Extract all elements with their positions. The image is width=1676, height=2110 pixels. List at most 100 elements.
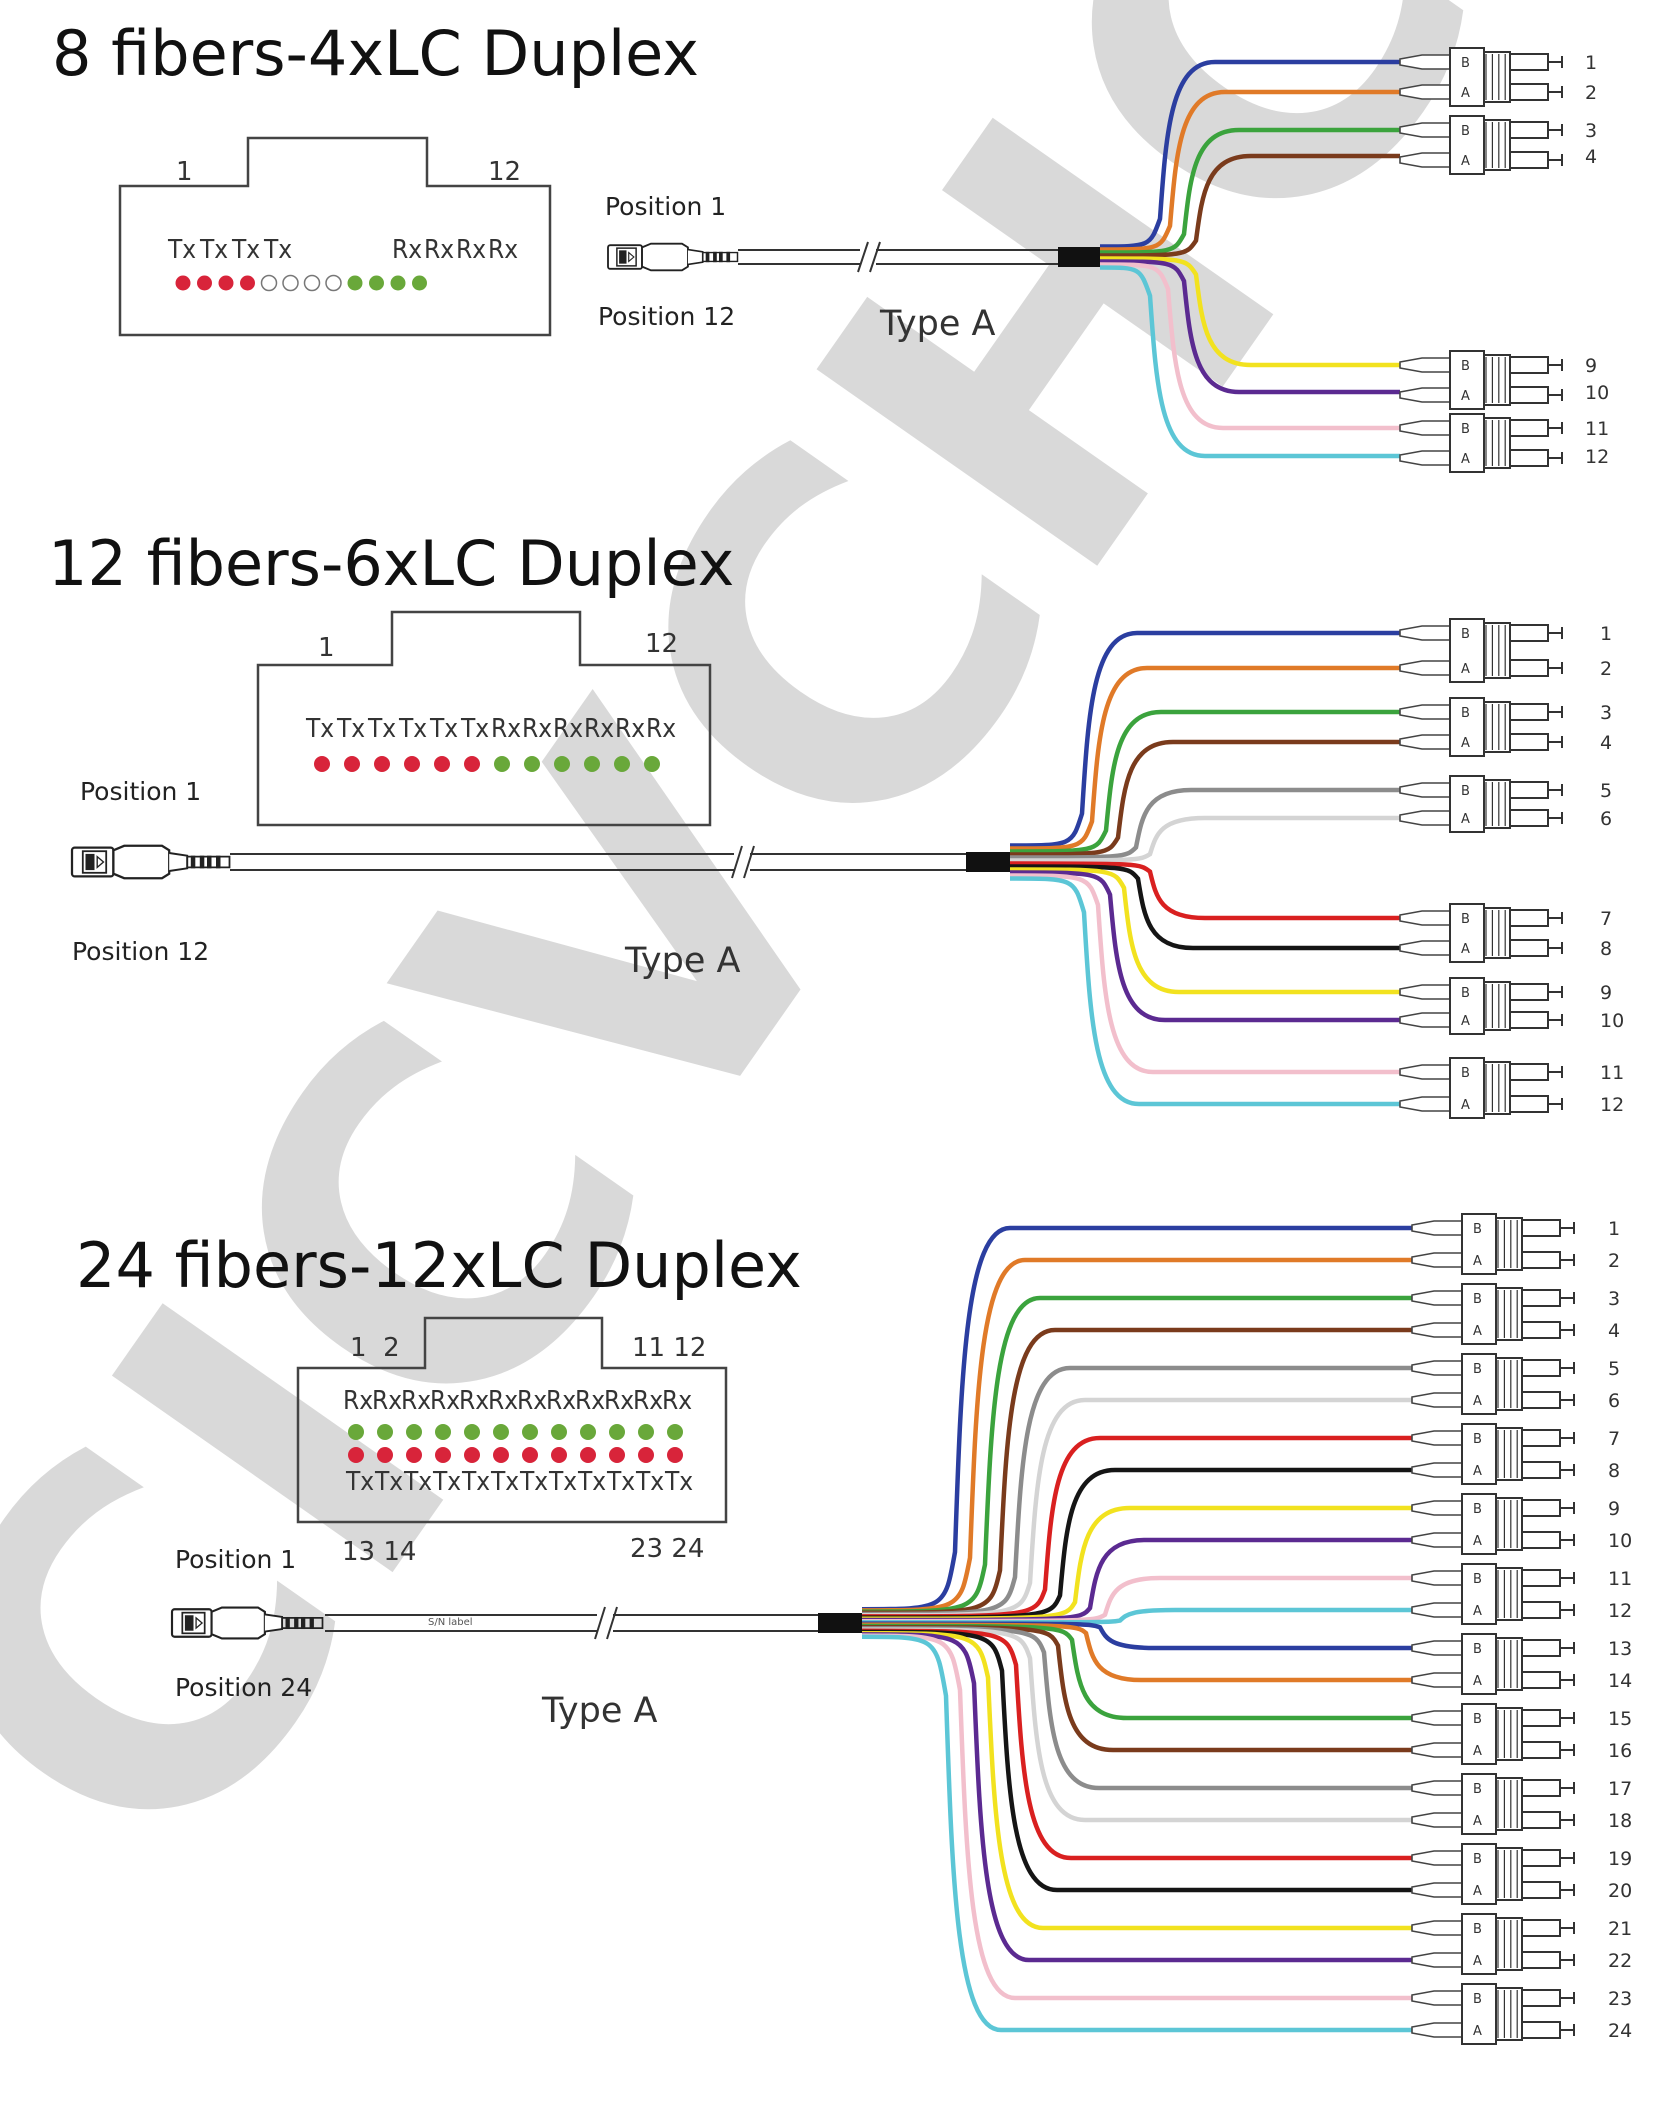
fiber-number: 22 bbox=[1608, 1950, 1632, 1972]
port-label-a: A bbox=[1473, 1814, 1482, 1829]
tx-dot bbox=[218, 275, 234, 291]
tx-dot bbox=[175, 275, 191, 291]
fiber-number: 24 bbox=[1608, 2020, 1632, 2042]
fiber-number: 2 bbox=[1608, 1250, 1620, 1272]
fiber-orange bbox=[1009, 665, 1400, 851]
fiber-number: 21 bbox=[1608, 1918, 1632, 1940]
rx-dot bbox=[390, 275, 406, 291]
port-label-a: A bbox=[1473, 1744, 1482, 1759]
tx-dot bbox=[580, 1447, 596, 1463]
port-label-a: A bbox=[1461, 86, 1470, 101]
port-label-a: A bbox=[1473, 1394, 1482, 1409]
tx-label: Tx bbox=[548, 1467, 577, 1497]
lc-duplex-connector: BA bbox=[1411, 1703, 1575, 1765]
fiber-number: 1 bbox=[1585, 52, 1597, 74]
port-label-b: B bbox=[1473, 1642, 1482, 1657]
fiber-number: 11 bbox=[1608, 1568, 1632, 1590]
rx-label: Rx bbox=[546, 1386, 576, 1416]
fiber-number: 4 bbox=[1585, 146, 1597, 168]
port-label-b: B bbox=[1461, 706, 1470, 721]
polarity-diagram: 1 2 11 12 13 14 23 24 RxRxRxRxRxRxRxRxRx… bbox=[296, 1316, 728, 1567]
fiber-number: 15 bbox=[1608, 1708, 1632, 1730]
fiber-number: 8 bbox=[1600, 938, 1612, 960]
fiber-brown bbox=[1099, 153, 1400, 258]
empty-position-dot bbox=[325, 274, 342, 292]
port-label-a: A bbox=[1461, 662, 1470, 677]
port-label-a: A bbox=[1461, 154, 1470, 169]
tx-label: Tx bbox=[398, 714, 427, 744]
fiber-aqua bbox=[1099, 265, 1400, 459]
tx-dot bbox=[493, 1447, 509, 1463]
trunk-cable bbox=[230, 845, 1010, 879]
rx-label: Rx bbox=[459, 1386, 489, 1416]
port-label-a: A bbox=[1473, 1324, 1482, 1339]
empty-position-dot bbox=[282, 274, 299, 292]
port-label-a: A bbox=[1473, 1254, 1482, 1269]
fiber-number: 4 bbox=[1600, 732, 1612, 754]
fiber-number: 18 bbox=[1608, 1810, 1632, 1832]
lc-duplex-connector: BA bbox=[1399, 115, 1563, 175]
lc-duplex-connector: BA bbox=[1411, 1493, 1575, 1555]
fiber-aqua bbox=[861, 1634, 1412, 2033]
fiber-number: 4 bbox=[1608, 1320, 1620, 1342]
type-label: Type A bbox=[624, 941, 741, 981]
tx-label: Tx bbox=[199, 235, 228, 265]
fiber-brown bbox=[1009, 739, 1400, 857]
fiber-number: 9 bbox=[1608, 1498, 1620, 1520]
tx-dot bbox=[197, 275, 212, 291]
rx-label: Rx bbox=[517, 1386, 547, 1416]
fiber-black bbox=[1009, 864, 1400, 951]
tx-label: Tx bbox=[305, 714, 334, 744]
fiber-violet bbox=[1099, 259, 1400, 395]
fiber-red bbox=[861, 1628, 1412, 1861]
fiber-aqua bbox=[1009, 876, 1400, 1107]
lc-duplex-connector: BA bbox=[1399, 775, 1563, 833]
tx-dot bbox=[464, 756, 480, 772]
fiber-number: 5 bbox=[1600, 780, 1612, 802]
port-label-b: B bbox=[1473, 1432, 1482, 1447]
rx-label: Rx bbox=[424, 235, 454, 265]
fiber-rose bbox=[861, 1633, 1412, 2001]
type-label: Type A bbox=[541, 1691, 658, 1731]
lc-duplex-connector: BA bbox=[1399, 350, 1563, 410]
tx-dot bbox=[377, 1447, 393, 1463]
rx-label: Rx bbox=[392, 235, 422, 265]
lc-duplex-connector: BA bbox=[1411, 1913, 1575, 1975]
port-label-a: A bbox=[1473, 2024, 1482, 2039]
section-title: 24 fibers-12xLC Duplex bbox=[76, 1229, 802, 1302]
fiber-blue bbox=[1009, 630, 1400, 848]
pin-number-right: 12 bbox=[488, 157, 521, 187]
fiber-number: 12 bbox=[1608, 1600, 1632, 1622]
mpo-connector bbox=[170, 1606, 324, 1640]
cable-label: S/N label bbox=[428, 1617, 473, 1628]
pin-numbers-bottom-left: 13 14 bbox=[342, 1537, 416, 1567]
fiber-number: 6 bbox=[1608, 1390, 1620, 1412]
fiber-number: 11 bbox=[1585, 418, 1609, 440]
port-label-a: A bbox=[1461, 1014, 1470, 1029]
port-label-a: A bbox=[1461, 1098, 1470, 1113]
rx-dot bbox=[584, 756, 600, 772]
fiber-number: 13 bbox=[1608, 1638, 1632, 1660]
section-24-fibers: 24 fibers-12xLC Duplex 1 2 11 12 13 14 2… bbox=[76, 1213, 1632, 2045]
fiber-number: 11 bbox=[1600, 1062, 1624, 1084]
fiber-white bbox=[861, 1627, 1412, 1823]
rx-label: Rx bbox=[401, 1386, 431, 1416]
rx-label: Rx bbox=[615, 714, 645, 744]
tx-dot bbox=[435, 1447, 451, 1463]
port-label-a: A bbox=[1461, 389, 1470, 404]
fiber-yellow bbox=[1009, 867, 1400, 995]
pin-numbers-top-left: 1 2 bbox=[350, 1333, 400, 1363]
fiber-gray bbox=[1009, 787, 1400, 860]
fiber-number: 12 bbox=[1600, 1094, 1624, 1116]
tx-dot bbox=[314, 756, 330, 772]
rx-dot bbox=[494, 756, 510, 772]
port-label-b: B bbox=[1473, 1852, 1482, 1867]
position-bottom-label: Position 24 bbox=[175, 1673, 312, 1702]
fiber-blue bbox=[1099, 59, 1400, 249]
